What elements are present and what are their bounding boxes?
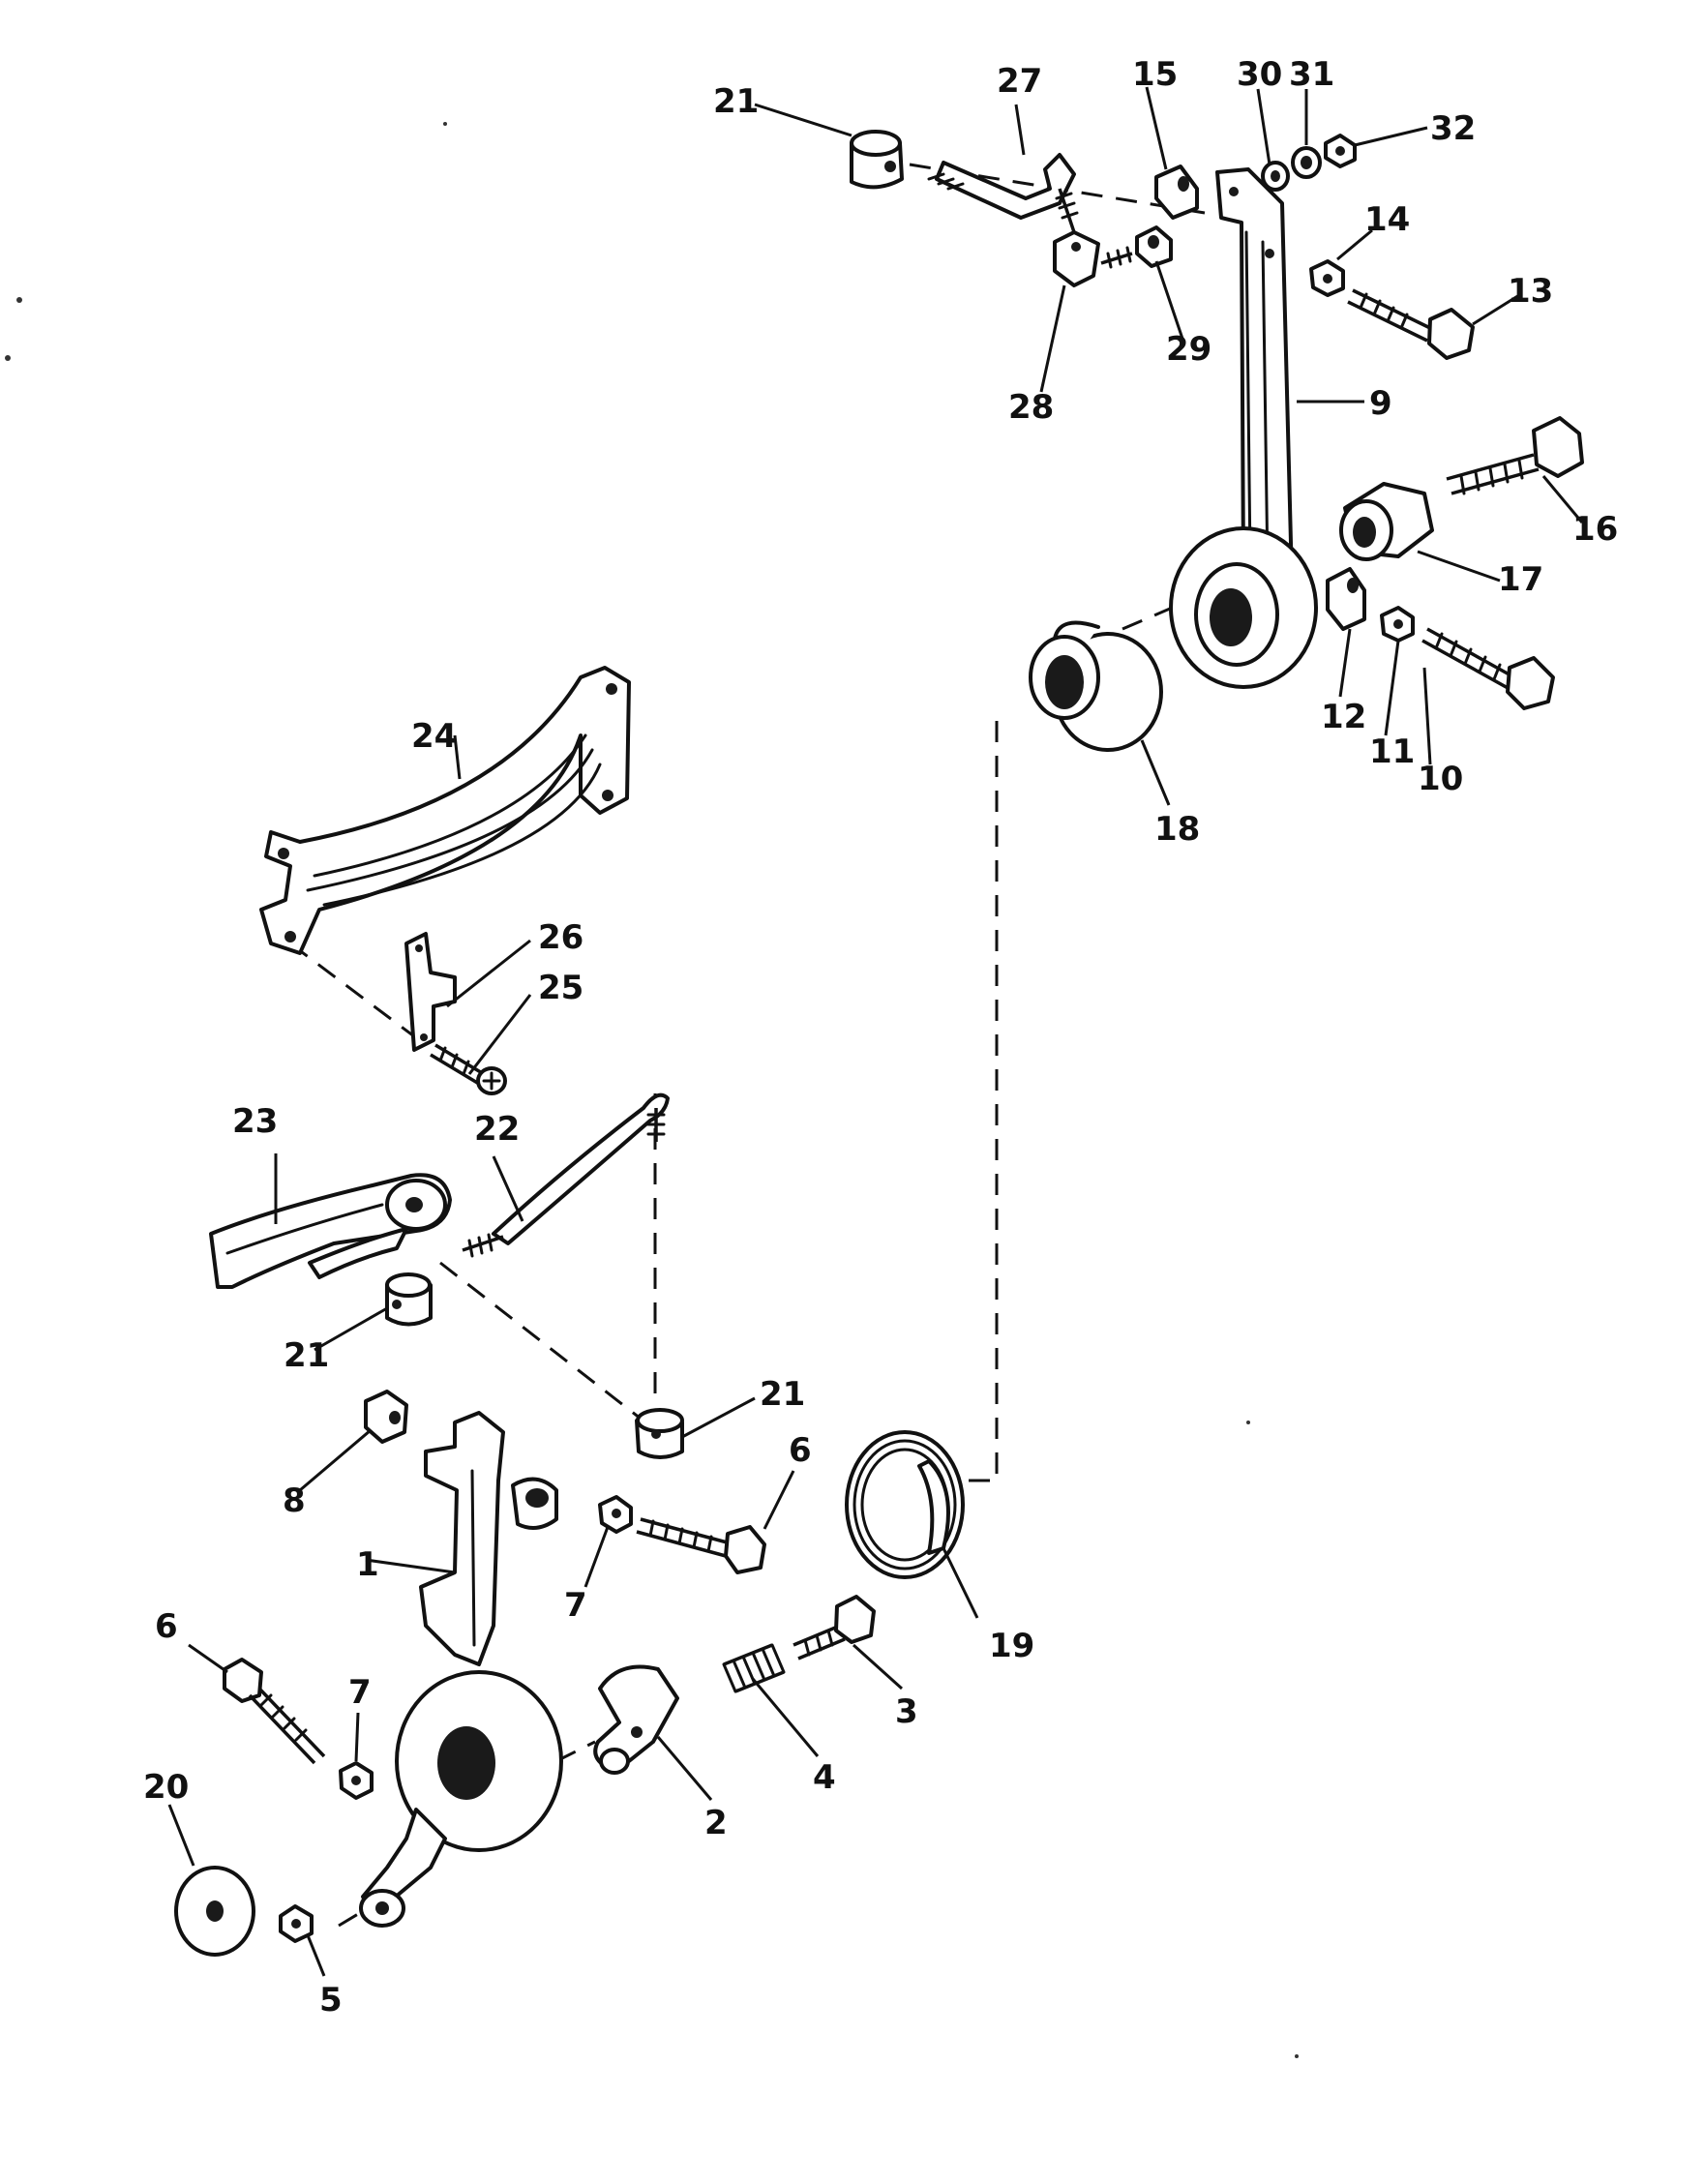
- callout-8: 8: [283, 1481, 306, 1520]
- callout-16: 16: [1572, 510, 1618, 549]
- sleeve-part-17: [1339, 482, 1434, 561]
- callout-28: 28: [1008, 388, 1054, 427]
- callout-10: 10: [1418, 760, 1463, 798]
- link-part-2: [593, 1664, 679, 1775]
- callout-25: 25: [538, 969, 583, 1007]
- spring-part-4: [722, 1643, 786, 1693]
- callout-labels: 21 27 15 30 31 32 14 13 29 28 9 16 17 12…: [143, 55, 1618, 2019]
- callout-9: 9: [1369, 384, 1392, 423]
- leader-lines: [167, 86, 1584, 1977]
- rod-part-22: [462, 1092, 670, 1258]
- bushing-part-18: [1029, 620, 1163, 752]
- callout-21-low: 21: [760, 1375, 805, 1414]
- callout-31: 31: [1289, 55, 1334, 94]
- coil-spring-part-19: [845, 1430, 965, 1579]
- washer-part-30: [1261, 161, 1290, 192]
- scan-specks: [5, 122, 1299, 2058]
- callout-6-lower: 6: [155, 1607, 178, 1646]
- callout-22: 22: [474, 1110, 520, 1149]
- callout-32: 32: [1430, 109, 1476, 148]
- bolt-part-13: [1347, 288, 1475, 360]
- callout-17: 17: [1498, 560, 1543, 599]
- callout-21-mid: 21: [284, 1336, 329, 1375]
- assembly-line-bracket-to-plate: [289, 942, 427, 1047]
- bolt-part-3: [793, 1595, 876, 1660]
- nut-part-7-lower: [339, 1761, 374, 1800]
- assembly-line-bushing-to-spring: [953, 721, 999, 1482]
- callout-19: 19: [989, 1627, 1034, 1665]
- bolt-part-6-lower: [223, 1658, 326, 1765]
- plate-part-26: [404, 932, 457, 1052]
- callout-11: 11: [1369, 733, 1415, 771]
- callout-7-lower: 7: [348, 1673, 372, 1712]
- callout-14: 14: [1364, 200, 1410, 239]
- assembly-line-pin-to-clamp: [439, 1261, 659, 1434]
- link-rod-part-27: [927, 153, 1079, 233]
- clamp-part-21-mid: [385, 1272, 433, 1327]
- callout-1: 1: [356, 1545, 379, 1584]
- callout-3: 3: [895, 1692, 918, 1731]
- screw-part-28-block: [1053, 230, 1133, 287]
- throttle-lever-part-1: [359, 1411, 563, 1928]
- callout-20: 20: [143, 1768, 189, 1807]
- nut-part-11: [1380, 606, 1415, 643]
- pin-part-8: [364, 1390, 408, 1444]
- callout-23: 23: [232, 1102, 278, 1141]
- washer-part-20: [174, 1866, 255, 1957]
- washer-part-31: [1291, 146, 1322, 179]
- bolt-part-10: [1421, 627, 1555, 710]
- spacer-part-15: [1154, 165, 1199, 220]
- callout-29: 29: [1166, 330, 1211, 369]
- nut-part-5: [279, 1904, 314, 1943]
- callout-30: 30: [1237, 55, 1282, 94]
- callout-4: 4: [813, 1758, 836, 1797]
- bushing-part-29: [1135, 225, 1173, 268]
- callout-12: 12: [1321, 698, 1366, 736]
- callout-2: 2: [704, 1804, 728, 1842]
- callout-6-upper: 6: [789, 1431, 812, 1470]
- callout-26: 26: [538, 918, 583, 957]
- clamp-part-21-low: [635, 1408, 684, 1459]
- assembly-line-arm-to-bushing: [1122, 598, 1191, 631]
- nut-part-32: [1324, 134, 1357, 168]
- lever-part-23: [209, 1173, 452, 1289]
- callout-5: 5: [319, 1981, 343, 2019]
- nut-part-7-upper: [598, 1495, 633, 1534]
- nut-part-14: [1309, 259, 1345, 297]
- callout-15: 15: [1132, 55, 1178, 94]
- callout-7-upper: 7: [564, 1586, 587, 1625]
- callout-27: 27: [997, 62, 1042, 101]
- screw-part-25: [430, 1043, 507, 1095]
- callout-24: 24: [411, 717, 457, 756]
- bracket-part-24: [259, 666, 631, 955]
- callout-13: 13: [1508, 272, 1553, 311]
- throttle-arm-part-9: [1169, 167, 1318, 689]
- callout-21-top: 21: [713, 82, 759, 121]
- bolt-part-16: [1446, 416, 1584, 495]
- bolt-part-6-upper: [636, 1517, 766, 1574]
- clamp-part-21-top: [850, 130, 904, 190]
- spacer-part-12: [1326, 567, 1366, 631]
- callout-18: 18: [1154, 810, 1200, 849]
